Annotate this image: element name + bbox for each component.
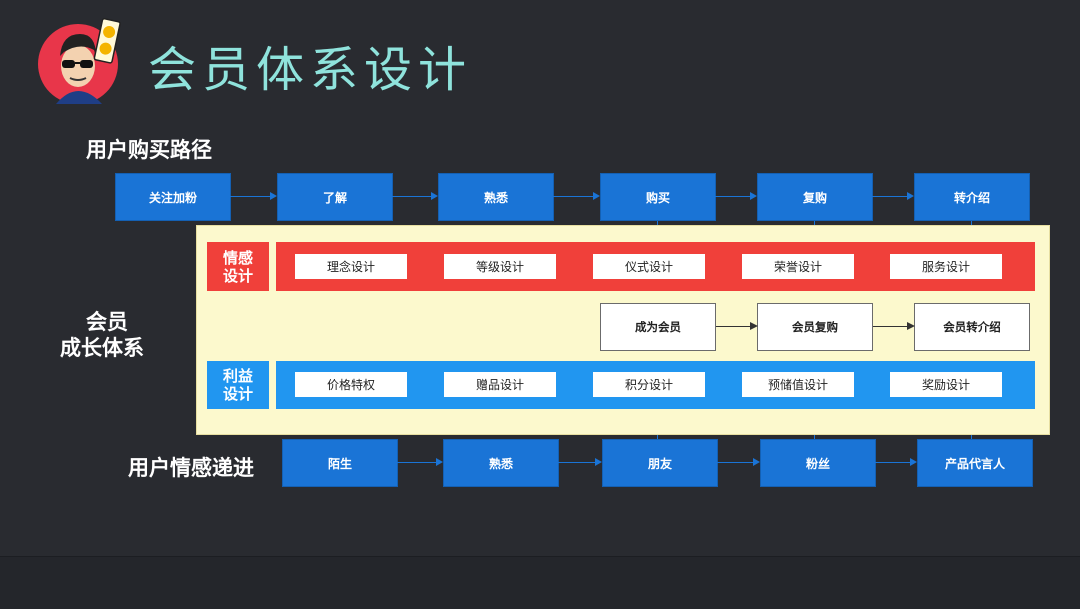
emotion-item: 等级设计 [444, 254, 556, 279]
arrow-head-icon [750, 192, 757, 200]
arrow-head-icon [910, 458, 917, 466]
benefit-item: 价格特权 [295, 372, 407, 397]
slide: 会员体系设计 用户购买路径 会员 成长体系 用户情感递进 关注加粉 了解 熟悉 … [38, 18, 1050, 487]
emotion-step: 熟悉 [443, 439, 559, 487]
benefit-item: 赠品设计 [444, 372, 556, 397]
arrow-line [229, 196, 270, 197]
emotion-item: 仪式设计 [593, 254, 705, 279]
member-system-label-line2: 成长体系 [60, 336, 144, 360]
benefit-item: 积分设计 [593, 372, 705, 397]
emotion-step: 产品代言人 [917, 439, 1033, 487]
emotion-band-label-line1: 情感 [222, 248, 253, 267]
emotion-path-label: 用户情感递进 [128, 456, 254, 480]
bottom-bar [0, 556, 1080, 609]
arrow-head-icon [595, 458, 602, 466]
purchase-step: 了解 [277, 173, 393, 221]
arrow-line [557, 462, 595, 463]
emotion-item: 荣誉设计 [742, 254, 854, 279]
arrow-line [716, 462, 753, 463]
member-flow-step: 成为会员 [600, 303, 716, 351]
purchase-step: 关注加粉 [115, 173, 231, 221]
arrow-line [391, 196, 431, 197]
emotion-band-label-line2: 设计 [222, 266, 253, 285]
member-system-label-line1: 会员 [86, 310, 128, 334]
arrow-head-icon [431, 192, 438, 200]
purchase-step: 熟悉 [438, 173, 554, 221]
benefit-item: 奖励设计 [890, 372, 1002, 397]
emotion-step: 陌生 [282, 439, 398, 487]
benefit-band-label: 利益 设计 [207, 361, 269, 409]
benefit-item: 预储值设计 [742, 372, 854, 397]
page-title: 会员体系设计 [148, 42, 473, 98]
purchase-step: 购买 [600, 173, 716, 221]
benefit-band-label-line1: 利益 [222, 367, 253, 385]
arrow-head-icon [907, 322, 915, 330]
arrow-line [552, 196, 593, 197]
arrow-head-icon [750, 322, 758, 330]
purchase-step: 转介绍 [914, 173, 1030, 221]
member-flow-step: 会员转介绍 [914, 303, 1030, 351]
emotion-step: 朋友 [602, 439, 718, 487]
emotion-item: 服务设计 [890, 254, 1002, 279]
mascot-logo-icon [38, 18, 121, 104]
arrow-line [716, 326, 750, 327]
emotion-band-label: 情感 设计 [207, 242, 269, 291]
arrow-line [873, 326, 907, 327]
purchase-path-label: 用户购买路径 [86, 138, 212, 162]
member-flow-step: 会员复购 [757, 303, 873, 351]
arrow-line [714, 196, 750, 197]
arrow-head-icon [907, 192, 914, 200]
emotion-step: 粉丝 [760, 439, 876, 487]
purchase-step: 复购 [757, 173, 873, 221]
arrow-head-icon [436, 458, 443, 466]
arrow-head-icon [593, 192, 600, 200]
arrow-head-icon [270, 192, 277, 200]
benefit-band-label-line2: 设计 [222, 385, 253, 403]
arrow-line [396, 462, 436, 463]
arrow-line [874, 462, 910, 463]
emotion-item: 理念设计 [295, 254, 407, 279]
arrow-head-icon [753, 458, 760, 466]
arrow-line [871, 196, 907, 197]
